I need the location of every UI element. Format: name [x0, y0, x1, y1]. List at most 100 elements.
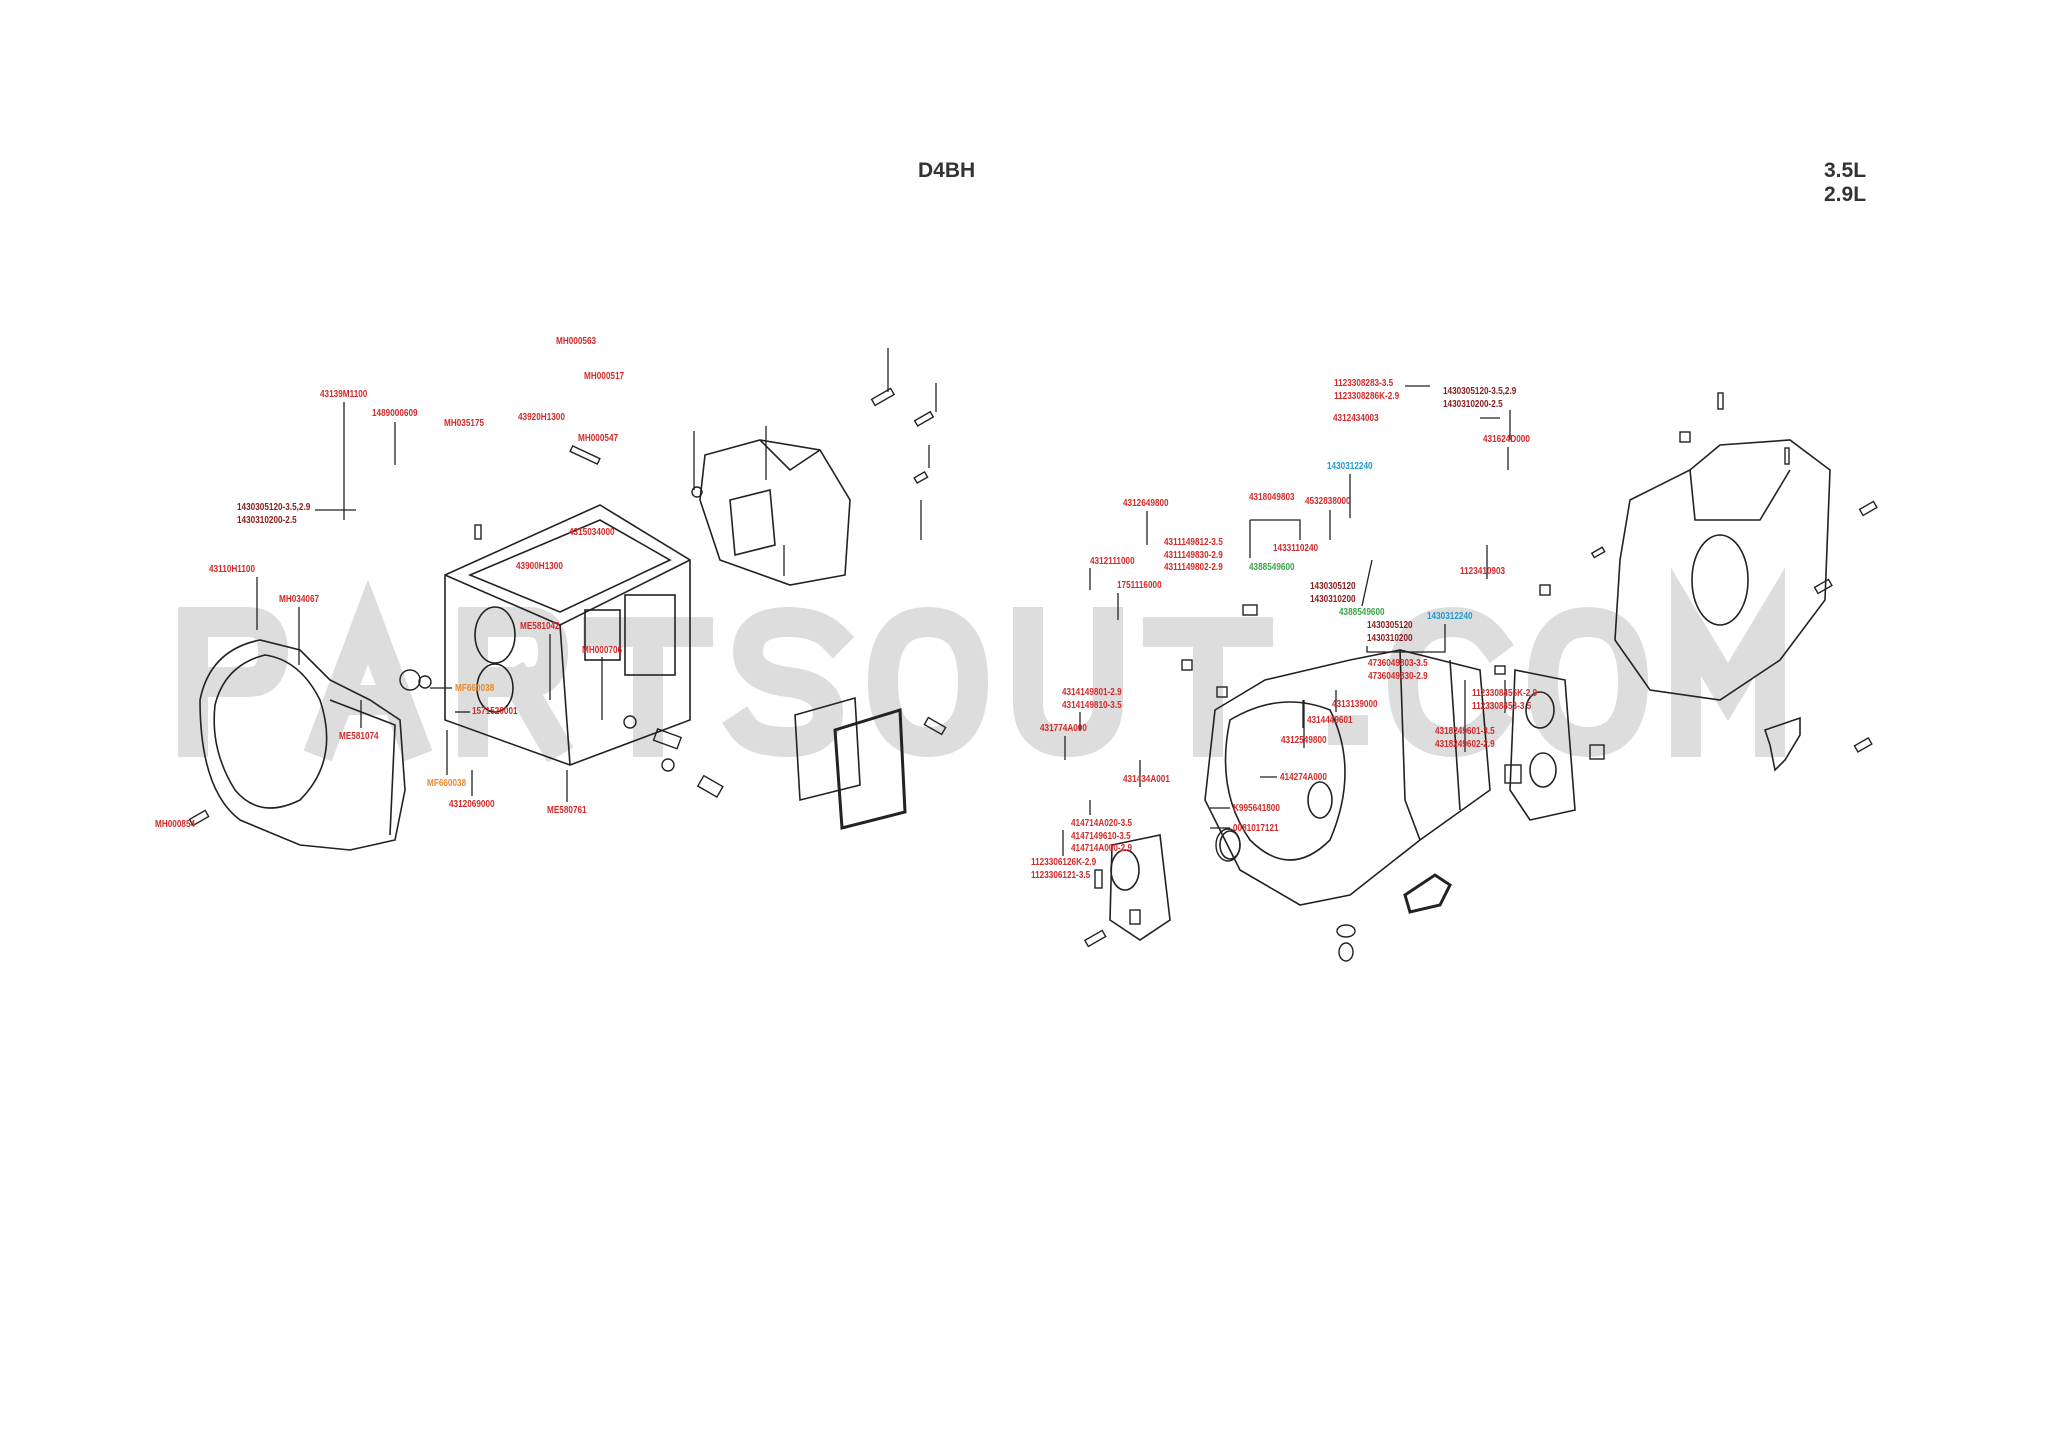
part-number[interactable]: 4388549600 [1339, 606, 1385, 618]
part-number[interactable]: 1123308286K-2.9 [1334, 389, 1400, 402]
part-number[interactable]: 4312069000 [449, 798, 495, 810]
part-callout[interactable]: K995641800 [1233, 802, 1280, 815]
part-number[interactable]: 4318249602-2.9 [1435, 737, 1495, 750]
part-callout[interactable]: ME580761 [547, 804, 587, 817]
part-callout[interactable]: 4312649800 [1123, 497, 1169, 510]
part-number[interactable]: 0081017121 [1233, 822, 1279, 834]
part-number[interactable]: MF660038 [455, 682, 495, 694]
part-number[interactable]: MH035175 [444, 417, 485, 429]
part-callout[interactable]: 1489000609 [372, 407, 418, 420]
part-callout[interactable]: 4318049803 [1249, 491, 1295, 504]
part-number[interactable]: 1123308283-3.5 [1334, 377, 1394, 389]
part-number[interactable]: 1430310200-2.5 [237, 513, 297, 526]
part-number[interactable]: 43110H1100 [209, 563, 256, 575]
part-number[interactable]: 4312434003 [1333, 412, 1379, 424]
part-number[interactable]: 4311149812-3.5 [1164, 536, 1223, 548]
part-number[interactable]: 4312111000 [1090, 555, 1135, 567]
part-number[interactable]: 1123306126K-2.9 [1031, 856, 1097, 868]
part-callout[interactable]: MH034067 [279, 593, 319, 606]
part-number[interactable]: 1430310200 [1310, 592, 1356, 605]
part-number[interactable]: MH000854 [155, 818, 196, 830]
part-number[interactable]: 1433110240 [1273, 542, 1319, 554]
part-number[interactable]: MH034067 [279, 593, 320, 605]
part-number[interactable]: 43920H1300 [518, 411, 565, 423]
part-callout[interactable]: 43900H1300 [516, 560, 563, 573]
part-number[interactable]: 4147149610-3.5 [1071, 829, 1131, 842]
part-callout[interactable]: 4388549600 [1249, 561, 1295, 574]
part-number[interactable]: 4318249601-3.5 [1435, 725, 1495, 737]
part-callout[interactable]: MH000854 [155, 818, 195, 831]
part-number[interactable]: MH000706 [582, 644, 623, 656]
part-number[interactable]: 414714A020-3.5 [1071, 817, 1133, 829]
part-callout[interactable]: ME581074 [339, 730, 379, 743]
part-number[interactable]: 4736049830-2.9 [1368, 669, 1428, 682]
part-number[interactable]: 43139M1100 [320, 388, 368, 400]
part-number[interactable]: 1430312240 [1427, 610, 1473, 622]
part-number[interactable]: 414714A000-2.9 [1071, 842, 1133, 854]
part-number[interactable]: ME581042 [520, 620, 560, 632]
part-callout[interactable]: 43110H1100 [209, 563, 255, 576]
part-callout[interactable]: MF660038 [455, 682, 494, 695]
part-callout[interactable]: 1123410903 [1460, 565, 1505, 578]
part-number[interactable]: 431774A000 [1040, 722, 1087, 734]
part-number[interactable]: 1430305120-3.5,2.9 [1443, 385, 1517, 397]
part-number[interactable]: 1430312240 [1327, 460, 1373, 472]
part-number[interactable]: 4315034000 [569, 526, 615, 538]
part-callout[interactable]: 1571520001 [472, 705, 518, 718]
part-number[interactable]: 414274A000 [1280, 771, 1327, 783]
part-callout[interactable]: MH000563 [556, 335, 596, 348]
part-number[interactable]: 1430305120 [1367, 619, 1413, 631]
part-number[interactable]: 1123308456K-2.9 [1472, 687, 1538, 699]
part-number[interactable]: 1123306121-3.5 [1031, 868, 1091, 881]
part-number[interactable]: 431434A001 [1123, 773, 1170, 785]
part-callout[interactable]: 1430312240 [1427, 610, 1473, 623]
part-number[interactable]: 1430305120 [1310, 580, 1356, 592]
part-callout[interactable]: 4312434003 [1333, 412, 1379, 425]
part-number[interactable]: 4314449601 [1307, 714, 1353, 726]
part-callout[interactable]: 431774A000 [1040, 722, 1087, 735]
part-number[interactable]: 1123308453-3.5 [1472, 699, 1532, 712]
part-callout[interactable]: 43139M1100 [320, 388, 367, 401]
part-number[interactable]: 1430310200-2.5 [1443, 397, 1503, 410]
part-callout[interactable]: 431434A001 [1123, 773, 1170, 786]
part-callout[interactable]: 4312549800 [1281, 734, 1327, 747]
part-number[interactable]: 1571520001 [472, 705, 518, 717]
part-number[interactable]: MH000563 [556, 335, 597, 347]
part-number[interactable]: 431624D000 [1483, 433, 1530, 445]
part-callout[interactable]: 4313139000 [1332, 698, 1378, 711]
part-number[interactable]: ME581074 [339, 730, 379, 742]
part-number[interactable]: 1489000609 [372, 407, 418, 419]
part-number[interactable]: MH000547 [578, 432, 619, 444]
part-callout[interactable]: 0081017121 [1233, 822, 1279, 835]
part-number[interactable]: 4311149830-2.9 [1164, 548, 1223, 561]
part-callout[interactable]: 4388549600 [1339, 606, 1385, 619]
part-number[interactable]: K995641800 [1233, 802, 1280, 814]
part-callout[interactable]: MH000517 [584, 370, 624, 383]
part-callout[interactable]: 4532838000 [1305, 495, 1351, 508]
part-callout[interactable]: 1430312240 [1327, 460, 1373, 473]
part-number[interactable]: 43900H1300 [516, 560, 563, 572]
part-number[interactable]: 4388549600 [1249, 561, 1295, 573]
part-number[interactable]: 4532838000 [1305, 495, 1351, 507]
part-callout[interactable]: 1751116000 [1117, 579, 1162, 592]
part-callout[interactable]: MH035175 [444, 417, 484, 430]
part-number[interactable]: MF660038 [427, 777, 467, 789]
part-number[interactable]: 1123410903 [1460, 565, 1506, 577]
part-number[interactable]: 4314149810-3.5 [1062, 698, 1122, 711]
part-number[interactable]: 4318049803 [1249, 491, 1295, 503]
part-callout[interactable]: MH000547 [578, 432, 618, 445]
part-number[interactable]: MH000517 [584, 370, 625, 382]
part-number[interactable]: ME580761 [547, 804, 587, 816]
